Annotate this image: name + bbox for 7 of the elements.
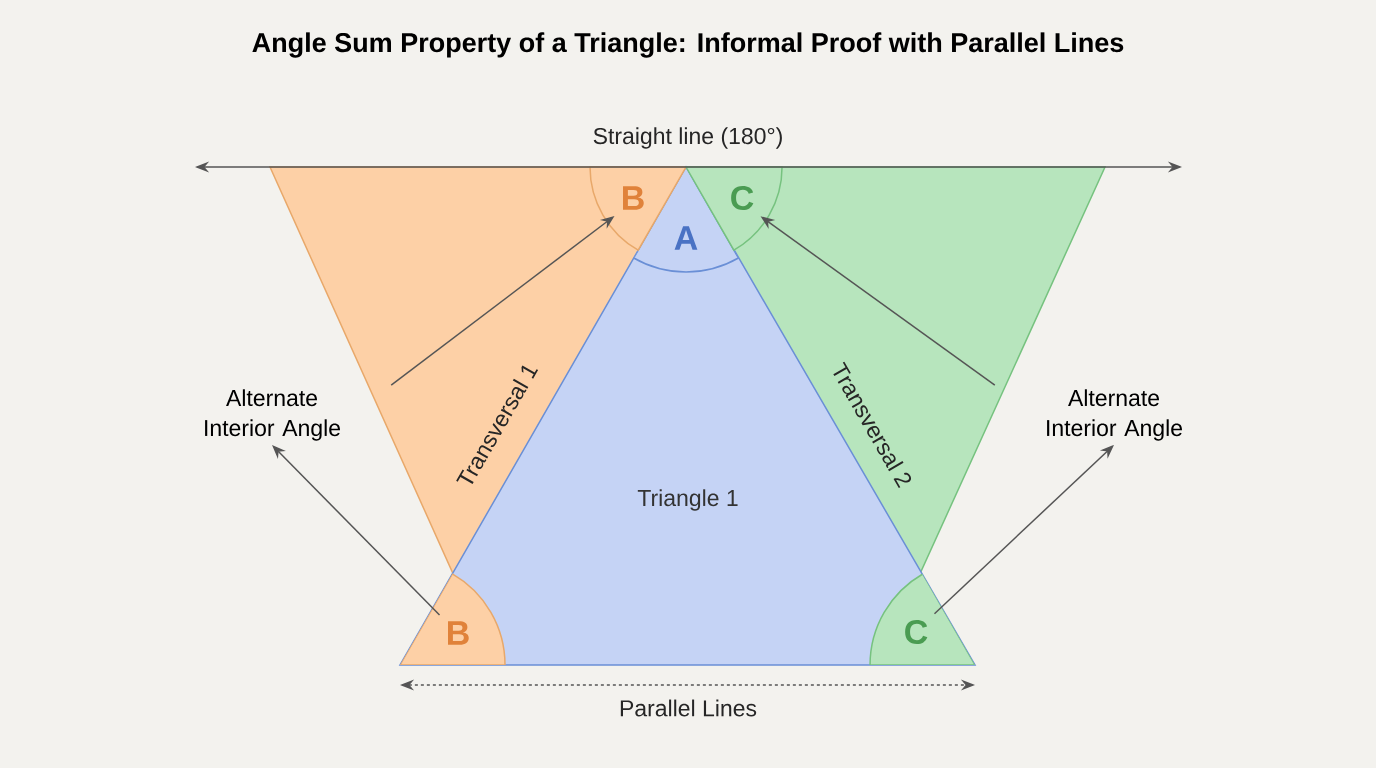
straight-line-label: Straight line (180°) [593, 127, 782, 149]
title: Angle Sum Property of a Triangle: Informal Proof with Parallel Lines [252, 32, 1124, 58]
angle-sector: C [869, 573, 975, 665]
angle-sector: B [400, 573, 506, 665]
callout-label: Alternate Interior Angle [1047, 389, 1182, 441]
dimension-label: Parallel Lines [620, 699, 757, 717]
callout-label: Alternate Interior Angle [205, 389, 340, 441]
